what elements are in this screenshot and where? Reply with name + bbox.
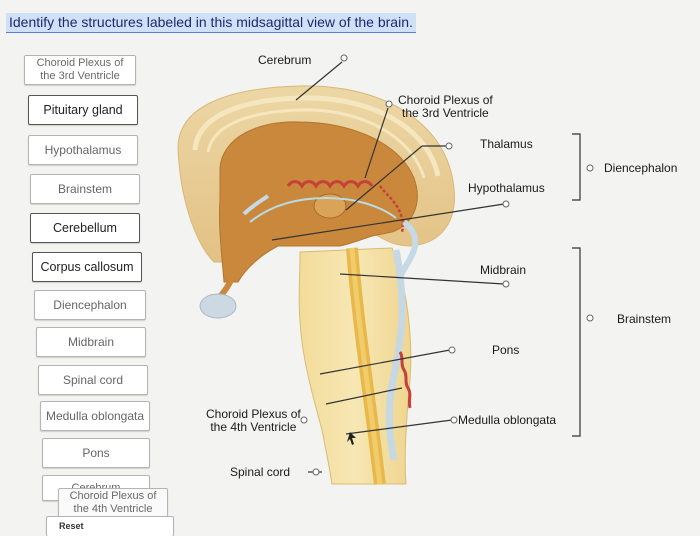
label-spinal-cord: Spinal cord bbox=[230, 466, 290, 479]
bank-chip-corpus-callosum[interactable]: Corpus callosum bbox=[32, 252, 142, 282]
bank-chip-diencephalon[interactable]: Diencephalon bbox=[34, 290, 146, 320]
bank-chip-medulla-oblongata[interactable]: Medulla oblongata bbox=[40, 401, 150, 431]
label-medulla-oblongata: Medulla oblongata bbox=[458, 414, 556, 427]
label-diencephalon: Diencephalon bbox=[604, 162, 677, 175]
label-cerebrum: Cerebrum bbox=[258, 54, 311, 67]
bank-chip-pons[interactable]: Pons bbox=[42, 438, 150, 468]
bank-chip-cerebellum[interactable]: Cerebellum bbox=[30, 213, 140, 243]
bank-chip-midbrain[interactable]: Midbrain bbox=[36, 327, 146, 357]
label-pons: Pons bbox=[492, 344, 519, 357]
label-thalamus: Thalamus bbox=[480, 138, 533, 151]
bank-chip-brainstem[interactable]: Brainstem bbox=[30, 174, 140, 204]
reset-button[interactable]: Reset bbox=[46, 516, 174, 536]
label-hypothalamus: Hypothalamus bbox=[468, 182, 545, 195]
label-midbrain: Midbrain bbox=[480, 264, 526, 277]
label-brainstem: Brainstem bbox=[617, 313, 671, 326]
bank-chip-pituitary-gland[interactable]: Pituitary gland bbox=[28, 95, 138, 125]
bank-chip-spinal-cord[interactable]: Spinal cord bbox=[38, 365, 148, 395]
bank-chip-hypothalamus[interactable]: Hypothalamus bbox=[28, 135, 138, 165]
